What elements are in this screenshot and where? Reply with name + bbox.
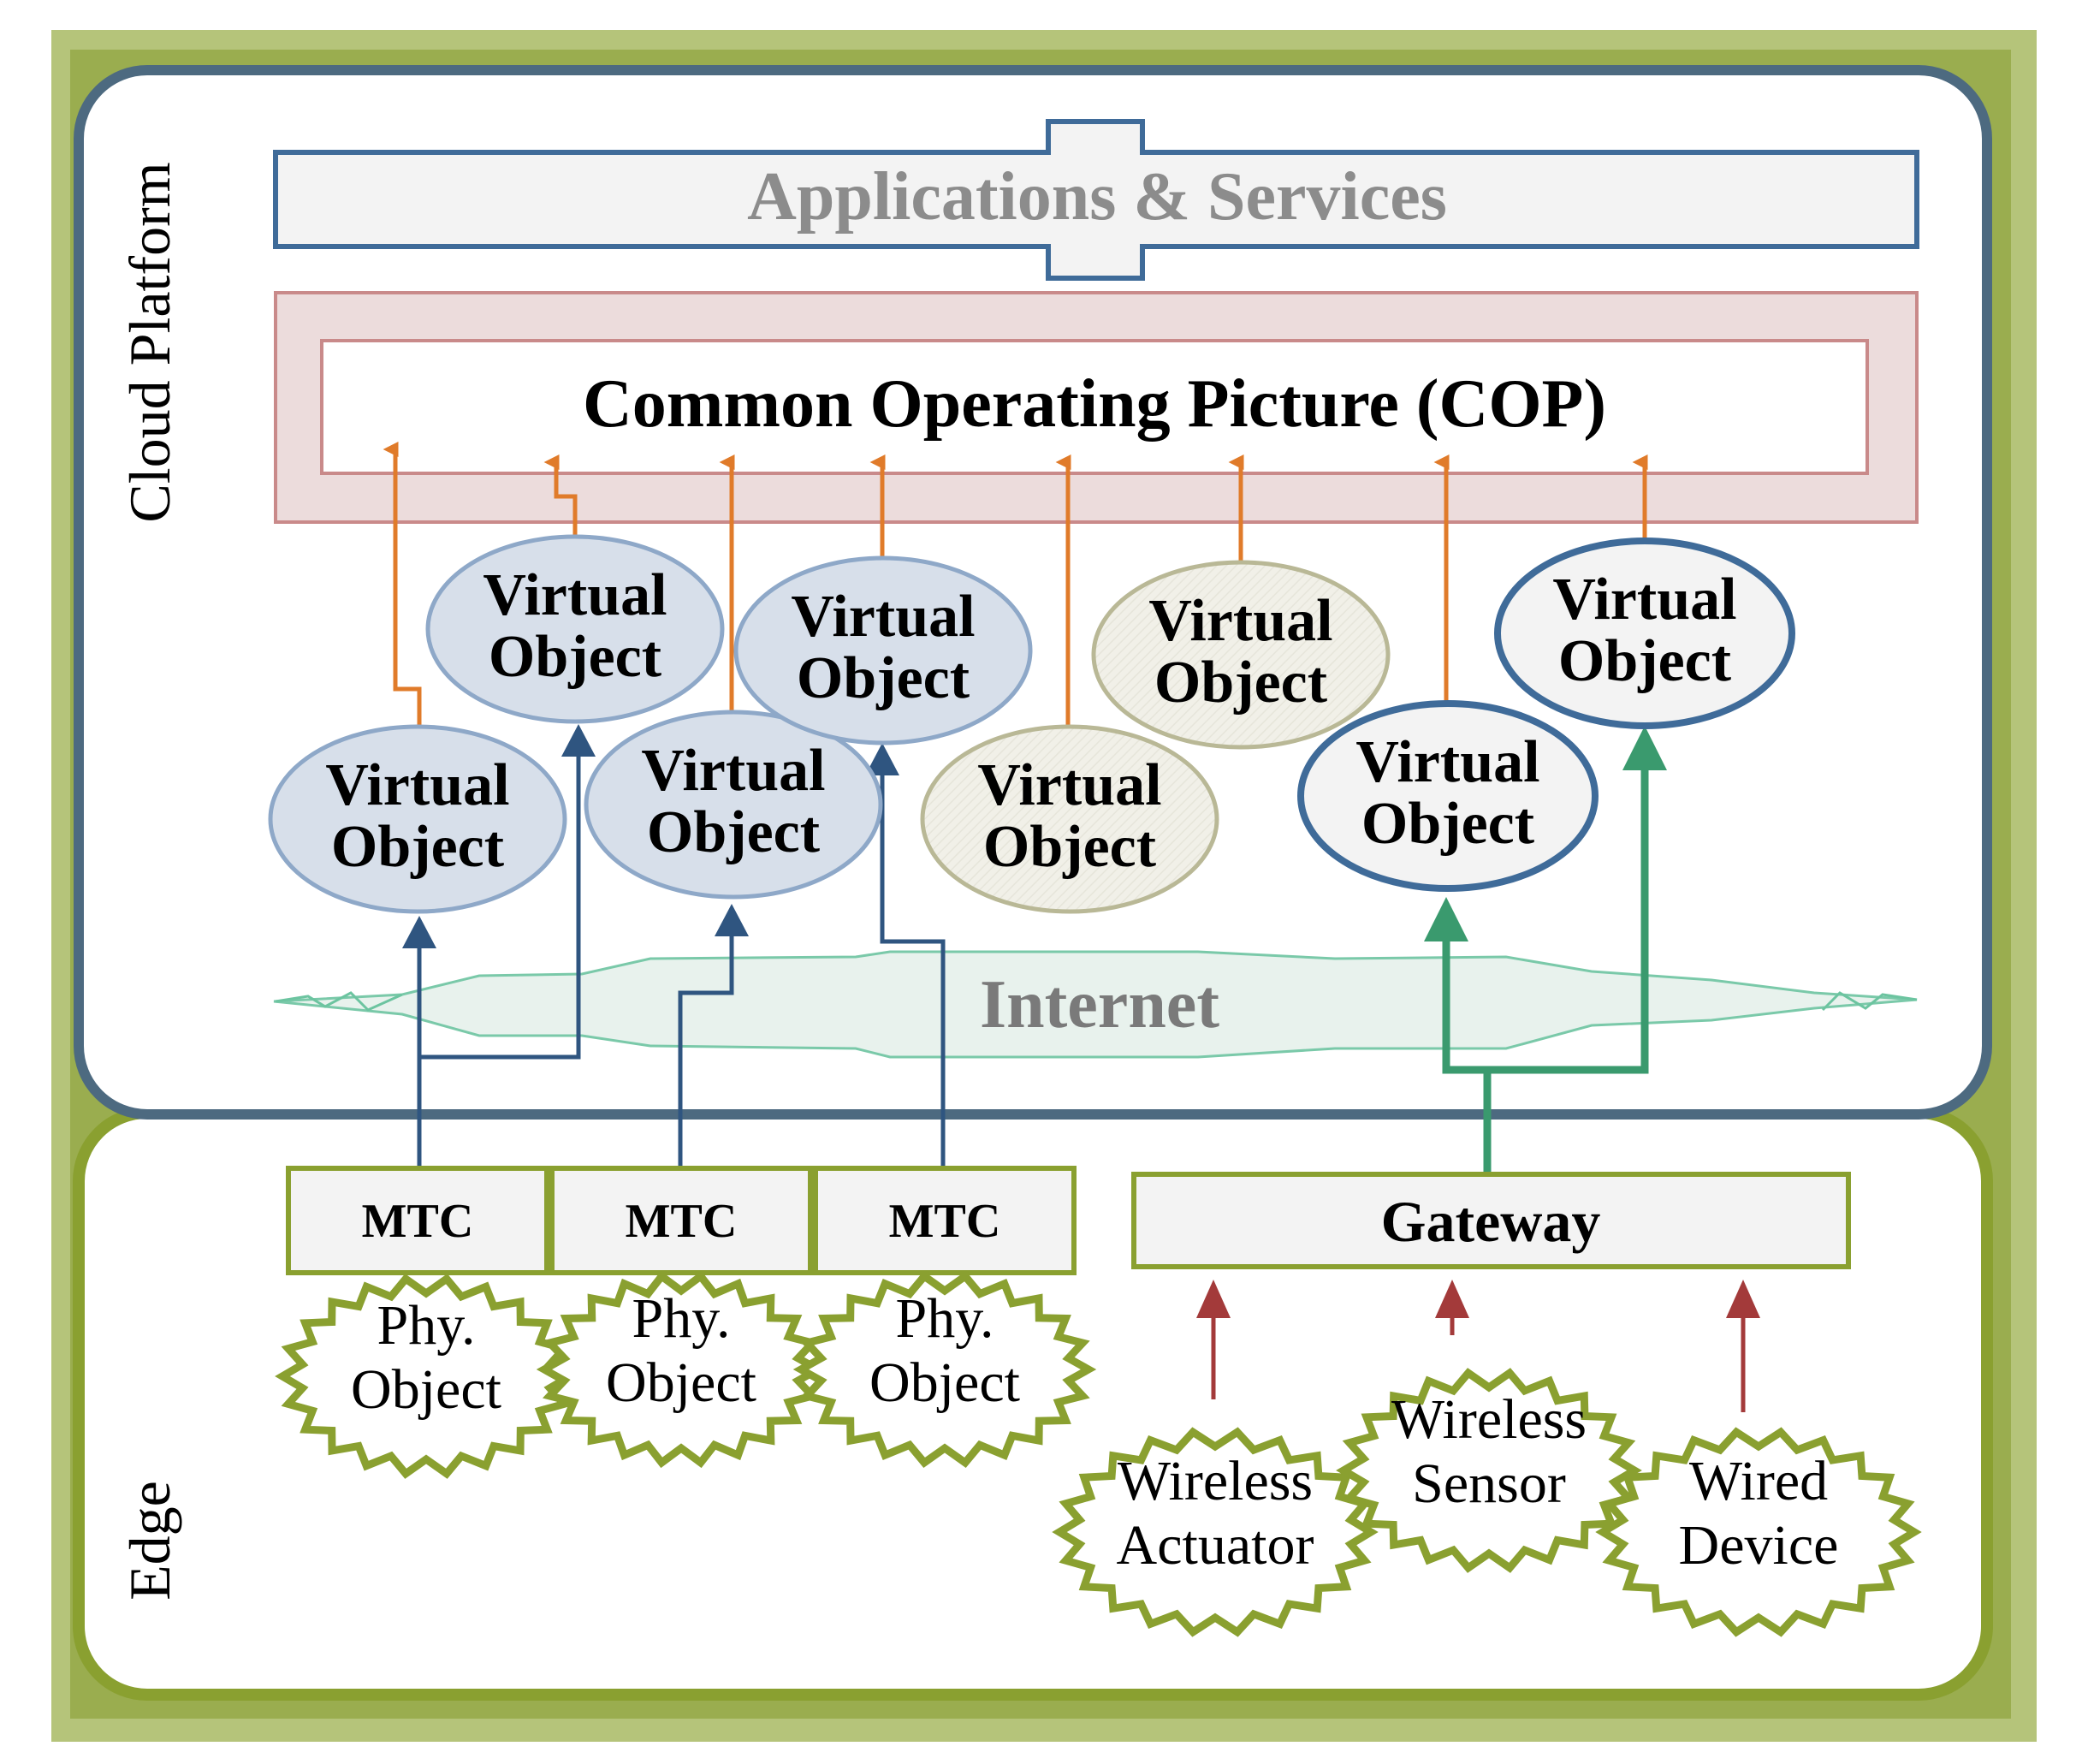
blue-arrow-3 — [678, 929, 734, 1168]
mtc-boxes: MTC MTC MTC — [286, 1166, 1077, 1275]
internet-band: Internet — [273, 950, 1918, 1059]
virtual-object-4-line1: Virtual — [791, 584, 975, 650]
virtual-object-3: Virtual Object — [584, 710, 883, 900]
blue-arrows — [417, 749, 946, 1168]
gateway-label: Gateway — [1381, 1189, 1601, 1254]
virtual-object-3-line2: Object — [647, 799, 820, 865]
green-arrow-2 — [1487, 762, 1649, 1074]
virtual-object-5-line1: Virtual — [977, 752, 1161, 818]
orange-arrows — [383, 442, 1648, 728]
mtc-label-1: MTC — [362, 1195, 474, 1248]
virtual-object-8: Virtual Object — [1494, 538, 1795, 729]
green-arrow-1 — [1442, 933, 1492, 1177]
green-arrowheads — [1424, 726, 1667, 941]
virtual-object-4: Virtual Object — [733, 555, 1033, 745]
virtual-object-7-line1: Virtual — [1355, 729, 1539, 795]
mtc-label-2: MTC — [626, 1195, 738, 1248]
mtc-label-3: MTC — [889, 1195, 1001, 1248]
device-1-burst — [1052, 1427, 1379, 1637]
mtc-box-1: MTC — [286, 1166, 549, 1275]
cloud-platform-label: Cloud Platform — [117, 162, 182, 522]
virtual-object-2-line1: Virtual — [483, 562, 667, 628]
phy-object-3-line1: Phy. — [896, 1287, 994, 1350]
virtual-object-8-line1: Virtual — [1552, 567, 1736, 633]
device-3-line1: Wired — [1689, 1450, 1828, 1512]
phy-object-3-line2: Object — [869, 1351, 1020, 1414]
mtc-box-3: MTC — [813, 1166, 1077, 1275]
device-3-line2: Device — [1679, 1514, 1839, 1577]
device-1-line2: Actuator — [1117, 1514, 1314, 1577]
blue-arrowheads — [402, 724, 899, 948]
virtual-object-4-line2: Object — [797, 645, 970, 711]
phy-object-2-line2: Object — [606, 1351, 756, 1414]
virtual-objects: Virtual Object Virtual Object Virtual Ob… — [268, 534, 1795, 914]
red-arrows — [1196, 1280, 1760, 1412]
device-2-line2: Sensor — [1412, 1452, 1566, 1515]
virtual-object-8-line2: Object — [1558, 628, 1731, 694]
virtual-object-1: Virtual Object — [268, 724, 567, 914]
virtual-object-5-line2: Object — [983, 814, 1156, 880]
virtual-object-1-line1: Virtual — [325, 752, 509, 818]
applications-services-text: Applications & Services — [747, 159, 1447, 235]
virtual-object-3-line1: Virtual — [641, 738, 825, 804]
virtual-object-6-line1: Virtual — [1148, 588, 1332, 654]
cop-banner: Common Operating Picture (COP) — [274, 291, 1919, 524]
phy-object-1-line1: Phy. — [377, 1294, 476, 1357]
device-labels: Wireless Actuator Wireless Sensor Wired … — [1117, 1388, 1839, 1577]
phy-object-2-burst — [536, 1270, 827, 1469]
applications-services-banner: Applications & Services — [273, 119, 1919, 281]
edge-label: Edge — [117, 1481, 182, 1601]
internet-text: Internet — [980, 967, 1219, 1042]
virtual-object-1-line2: Object — [331, 814, 504, 880]
phy-object-1-burst — [275, 1274, 578, 1479]
orange-arrow-2 — [543, 454, 578, 539]
virtual-object-2-line2: Object — [489, 624, 661, 690]
phy-object-2-line1: Phy. — [632, 1287, 731, 1350]
mtc-box-2: MTC — [549, 1166, 813, 1275]
cop-text: Common Operating Picture (COP) — [583, 366, 1606, 442]
orange-arrow-1 — [383, 442, 422, 728]
starbursts — [275, 1270, 1922, 1637]
device-2-line1: Wireless — [1391, 1388, 1587, 1451]
blue-arrow-2 — [419, 749, 581, 1060]
phy-object-labels: Phy. Object Phy. Object Phy. Object — [351, 1287, 1020, 1421]
phy-object-1-line2: Object — [351, 1358, 501, 1421]
virtual-object-7: Virtual Object — [1297, 700, 1599, 892]
green-arrows — [1442, 762, 1649, 1177]
virtual-object-5: Virtual Object — [920, 724, 1219, 914]
virtual-object-6-line2: Object — [1154, 650, 1327, 716]
virtual-object-6: Virtual Object — [1091, 560, 1391, 750]
blue-arrow-4 — [880, 770, 946, 1168]
virtual-object-2: Virtual Object — [425, 534, 725, 724]
device-3-burst — [1595, 1427, 1922, 1637]
virtual-object-7-line2: Object — [1361, 791, 1534, 857]
device-2-burst — [1336, 1368, 1642, 1573]
gateway-box: Gateway — [1131, 1172, 1851, 1269]
phy-object-3-burst — [792, 1271, 1097, 1468]
device-1-line1: Wireless — [1118, 1450, 1313, 1512]
